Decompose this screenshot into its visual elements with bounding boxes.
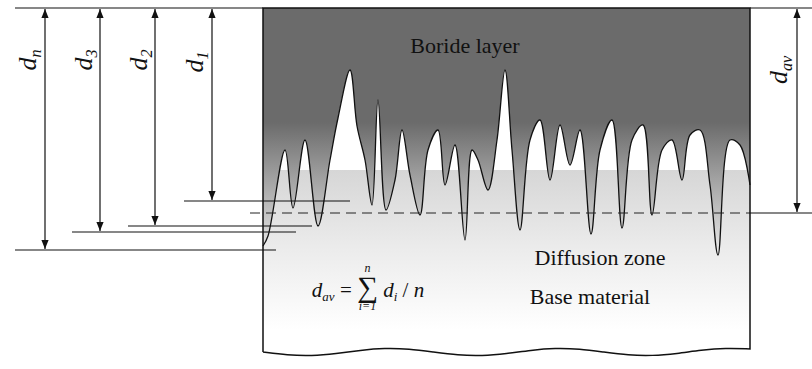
dimension-label: dav xyxy=(766,56,792,84)
dimension-lines xyxy=(15,8,812,250)
average-line xyxy=(250,213,750,214)
dimension-label: d2 xyxy=(126,49,152,70)
dimension-label: dn xyxy=(15,49,41,70)
sum-limit: n xyxy=(364,262,370,274)
region-label: Diffusion zone xyxy=(535,247,666,269)
dimension-label: d3 xyxy=(71,49,97,70)
specimen xyxy=(250,8,750,355)
region-label: Base material xyxy=(530,286,650,308)
tooth-profile xyxy=(263,70,750,255)
diffusion-zone xyxy=(263,170,750,340)
dimension-label: d1 xyxy=(182,51,208,72)
specimen-outline xyxy=(263,8,750,355)
boride-layer xyxy=(263,8,750,255)
sum-limit: i=1 xyxy=(359,300,376,312)
region-label: Boride layer xyxy=(410,35,519,57)
formula: dav = ∑ di / n xyxy=(312,273,424,302)
